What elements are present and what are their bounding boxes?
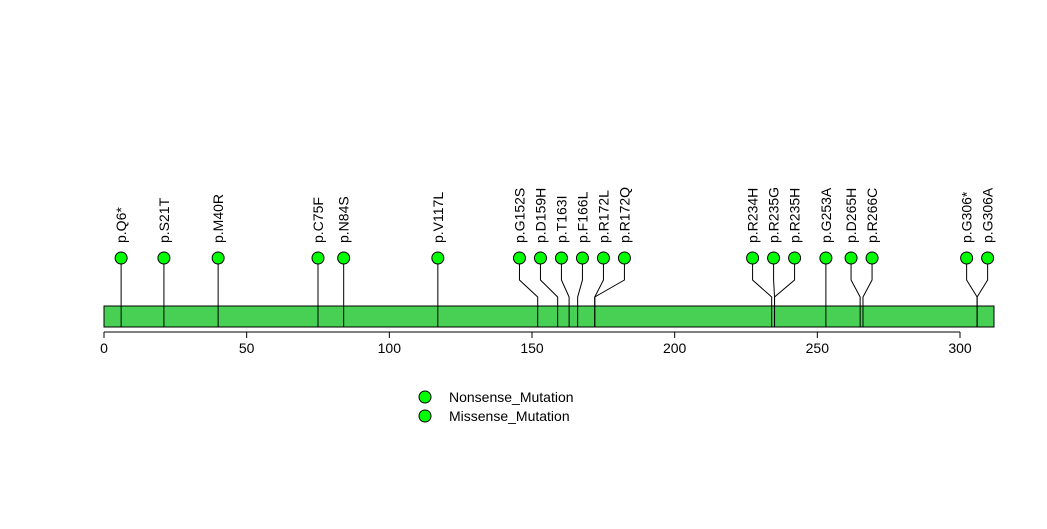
mutation-marker — [211, 251, 225, 265]
mutation-label: p.G152S — [511, 188, 527, 243]
mutation-marker — [533, 251, 547, 265]
stem-line — [774, 258, 796, 306]
mutation-marker — [981, 251, 995, 265]
mutation-label: p.R235G — [766, 187, 782, 243]
tick-label: 100 — [378, 340, 402, 356]
mutation-label: p.D265H — [843, 188, 859, 243]
legend-marker-nonsense — [418, 390, 432, 404]
mutation-label: p.V117L — [430, 192, 446, 243]
mutation-label: p.S21T — [156, 197, 172, 243]
mutation-label: p.G306A — [980, 187, 996, 243]
mutation-marker — [337, 251, 351, 265]
mutation-label: p.R235H — [787, 188, 803, 243]
mutation-label: p.G306* — [959, 191, 975, 243]
legend-label-nonsense: Nonsense_Mutation — [449, 389, 574, 405]
stem-line — [594, 258, 604, 306]
mutation-marker — [844, 251, 858, 265]
stem-line — [560, 258, 570, 306]
mutation-marker — [819, 251, 833, 265]
mutation-label: p.F166L — [574, 191, 590, 243]
mutation-label: p.R172L — [595, 190, 611, 243]
mutation-label: p.C75F — [310, 197, 326, 243]
x-axis: 0 50 100 150 200 250 300 — [100, 331, 972, 356]
tick-label: 250 — [806, 340, 830, 356]
mutation-marker — [865, 251, 879, 265]
mutation-label: p.R266C — [864, 188, 880, 243]
mutation-label: p.R172Q — [616, 187, 632, 243]
mutation-label: p.T163I — [553, 196, 569, 243]
tick-label: 0 — [100, 340, 108, 356]
mutation-markers: p.Q6* p.S21T p.M40R p.C75F p.N84S p.V117L p.G1… — [113, 187, 996, 265]
mutation-label: p.M40R — [210, 194, 226, 243]
mutation-marker — [746, 251, 760, 265]
tick-label: 200 — [663, 340, 687, 356]
stem-line — [594, 258, 625, 306]
bar-position-lines — [120, 306, 978, 327]
tick-label: 150 — [520, 340, 544, 356]
mutation-marker — [788, 251, 802, 265]
mutation-label: p.D159H — [532, 188, 548, 243]
mutation-marker — [554, 251, 568, 265]
mutation-marker — [114, 251, 128, 265]
stem-line — [577, 258, 583, 306]
mutation-marker — [311, 251, 325, 265]
mutation-marker — [512, 251, 526, 265]
stem-line — [539, 258, 559, 306]
mutation-marker — [596, 251, 610, 265]
tick-label: 50 — [239, 340, 255, 356]
mutation-marker — [431, 251, 445, 265]
tick-label: 300 — [948, 340, 972, 356]
mutation-marker — [617, 251, 631, 265]
legend: Nonsense_Mutation Missense_Mutation — [418, 389, 574, 424]
stem-line — [976, 258, 989, 306]
stem-line — [752, 258, 773, 306]
stem-line — [518, 258, 539, 306]
stem-lines — [120, 258, 989, 306]
mutation-marker — [157, 251, 171, 265]
mutation-marker — [960, 251, 974, 265]
stem-line — [862, 258, 873, 306]
mutation-marker — [575, 251, 589, 265]
mutation-label: p.N84S — [336, 196, 352, 243]
legend-label-missense: Missense_Mutation — [449, 408, 570, 424]
legend-marker-missense — [418, 409, 432, 423]
mutation-label: p.Q6* — [113, 207, 129, 243]
mutation-marker — [767, 251, 781, 265]
stem-line — [850, 258, 861, 306]
mutation-label: p.G253A — [818, 187, 834, 243]
stem-line — [966, 258, 978, 306]
mutation-label: p.R234H — [745, 188, 761, 243]
